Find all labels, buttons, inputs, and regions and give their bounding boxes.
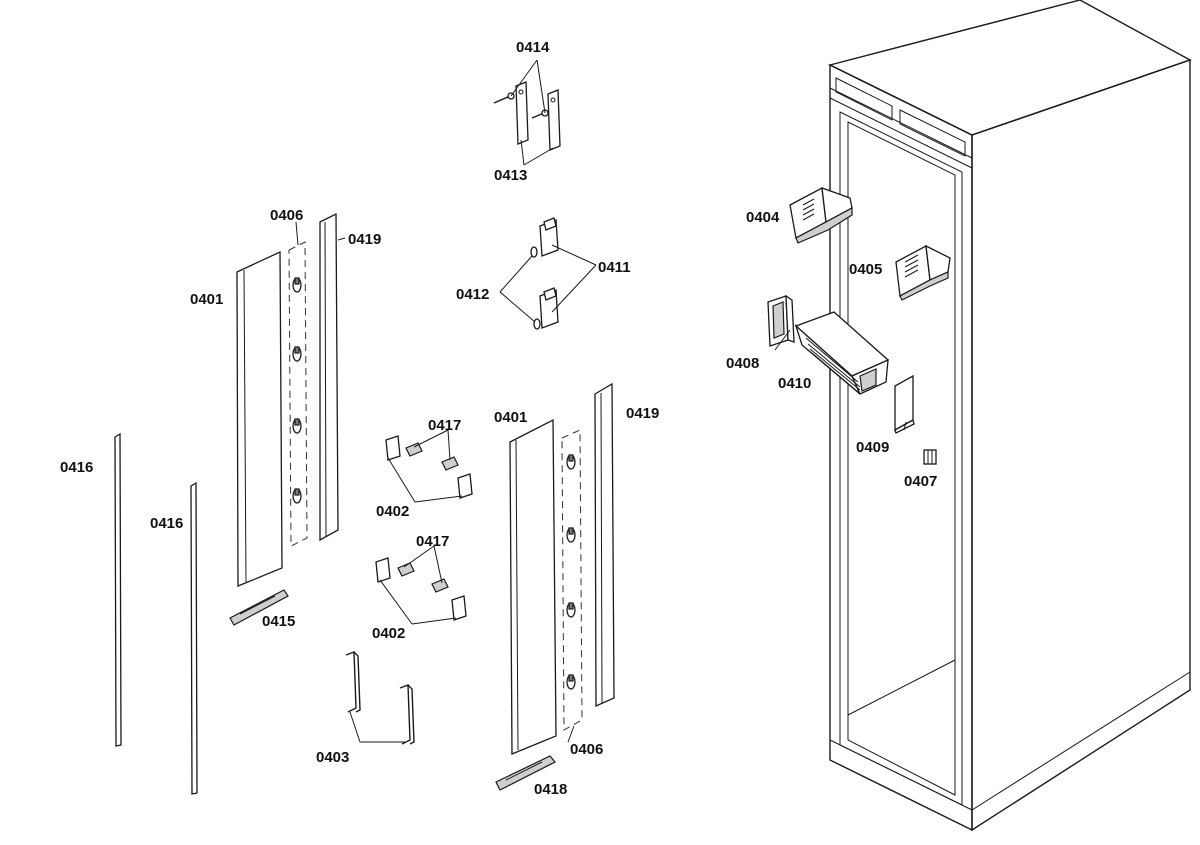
hinge-strip-0406-right <box>561 429 583 731</box>
rod-0416-a <box>114 432 122 747</box>
label-0404: 0404 <box>746 209 780 226</box>
label-0412: 0412 <box>456 286 489 303</box>
label-0401-left: 0401 <box>190 291 223 308</box>
label-0410: 0410 <box>778 375 811 392</box>
label-0407: 0407 <box>904 473 937 490</box>
hinge-clips-0402-lower <box>375 557 467 621</box>
label-0413: 0413 <box>494 167 527 184</box>
rings-0412 <box>530 246 541 330</box>
label-0415: 0415 <box>262 613 295 630</box>
label-0409: 0409 <box>856 439 889 456</box>
label-0419-left: 0419 <box>348 231 381 248</box>
plate-0409 <box>894 374 915 434</box>
label-0419-right: 0419 <box>626 405 659 422</box>
label-0405: 0405 <box>849 261 882 278</box>
label-0416-b: 0416 <box>150 515 183 532</box>
label-0403: 0403 <box>316 749 349 766</box>
label-0406-right: 0406 <box>570 741 603 758</box>
label-0406-left: 0406 <box>270 207 303 224</box>
label-0402-upper: 0402 <box>376 503 409 520</box>
label-0408: 0408 <box>726 355 759 372</box>
label-0402-lower: 0402 <box>372 625 405 642</box>
cabinet-housing <box>828 0 1192 832</box>
hinge-clips-0402-upper <box>385 435 473 499</box>
label-0417-upper: 0417 <box>428 417 461 434</box>
label-0414: 0414 <box>516 39 550 56</box>
clip-0407 <box>923 449 937 465</box>
trim-0419-right <box>594 382 615 707</box>
brackets-0411 <box>539 217 559 329</box>
upper-bracket-0404 <box>789 186 853 244</box>
label-0416-a: 0416 <box>60 459 93 476</box>
trim-0419-left <box>319 212 339 542</box>
label-0418: 0418 <box>534 781 567 798</box>
label-0411: 0411 <box>598 259 631 276</box>
bottom-bar-0418 <box>495 755 556 791</box>
bottom-bar-0415 <box>229 589 289 626</box>
frame-0408 <box>767 294 795 347</box>
label-0417-lower: 0417 <box>416 533 449 550</box>
rod-0416-b <box>190 481 198 795</box>
door-panel-0401-left <box>236 250 283 587</box>
lower-bracket-0405 <box>895 244 951 301</box>
hinge-strip-0406-left <box>288 241 308 547</box>
door-panel-0401-right <box>509 418 557 755</box>
control-housing-0410 <box>794 311 890 395</box>
hinge-plates-0413 <box>515 81 561 151</box>
screws-0414 <box>493 92 549 119</box>
label-0401-right: 0401 <box>494 409 527 426</box>
